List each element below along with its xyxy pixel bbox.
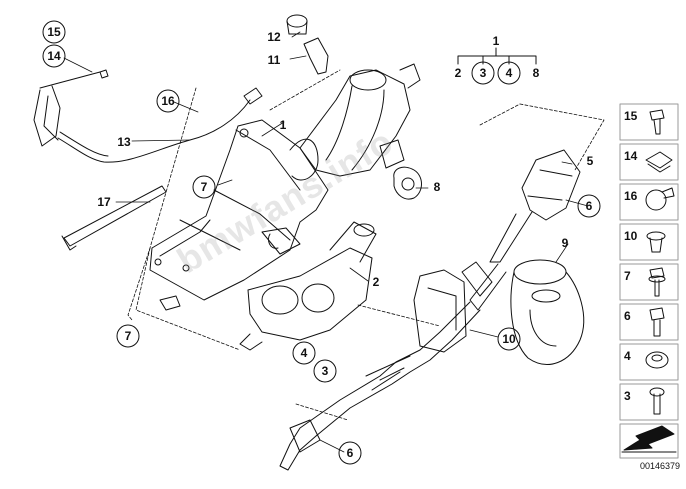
- legend-parent: 1: [493, 34, 500, 48]
- side-panel-item-7: 7: [624, 269, 631, 283]
- lock-cylinder: [286, 14, 329, 75]
- callout-7-upper: 7: [201, 180, 208, 194]
- callout-16: 16: [161, 94, 175, 108]
- side-panel-item-16: 16: [624, 189, 638, 203]
- steering-column: [149, 63, 421, 301]
- side-panel: 15 14 16 10 7 6 4 3: [624, 109, 638, 403]
- callout-12: 12: [267, 30, 281, 44]
- assembly-outline: [127, 69, 605, 421]
- side-panel-item-10: 10: [624, 229, 638, 243]
- leader-lines: [63, 31, 589, 453]
- wiring-harness: [33, 69, 263, 163]
- callout-17: 17: [97, 195, 111, 209]
- callout-6-lower: 6: [347, 446, 354, 460]
- column-cover-small: [393, 166, 422, 200]
- side-panel-item-6: 6: [624, 309, 631, 323]
- rubber-grommet-icon: [645, 351, 669, 369]
- flange-bolt-icon: [649, 307, 665, 337]
- callout-14: 14: [47, 49, 61, 63]
- legend-child-4: 8: [533, 66, 540, 80]
- legend: 1 2 3 4 8: [455, 34, 540, 80]
- callout-3: 3: [322, 364, 329, 378]
- steering-shaft: [279, 149, 581, 471]
- callout-13: 13: [117, 135, 131, 149]
- legend-child-3: 4: [506, 66, 513, 80]
- side-panel-item-15: 15: [624, 109, 638, 123]
- clip-nut-icon: [645, 151, 673, 173]
- callout-9: 9: [562, 236, 569, 250]
- side-panel-item-3: 3: [624, 389, 631, 403]
- adjustment-motor: [159, 221, 377, 351]
- expanding-rivet-icon: [646, 231, 666, 253]
- legend-child-1: 2: [455, 66, 462, 80]
- callout-8: 8: [434, 180, 441, 194]
- callout-1: 1: [280, 118, 287, 132]
- cable-tie: [61, 185, 167, 251]
- callout-4: 4: [301, 346, 308, 360]
- side-panel-frames: [619, 103, 679, 459]
- hose-clamp-icon: [645, 187, 675, 211]
- collar-bolt-icon: [648, 267, 666, 297]
- legend-child-2: 3: [480, 66, 487, 80]
- callout-2: 2: [373, 275, 380, 289]
- hex-bolt-icon: [649, 109, 665, 135]
- callout-rings: [42, 20, 601, 465]
- arrow-down-left-icon: [621, 425, 677, 453]
- legend-tree: [457, 47, 537, 65]
- side-panel-item-4: 4: [624, 349, 631, 363]
- callout-11: 11: [268, 53, 281, 67]
- callout-5: 5: [587, 154, 594, 168]
- diagram-number: 00146379: [639, 461, 680, 471]
- torx-screw-icon: [649, 387, 665, 415]
- callout-7-lower: 7: [125, 329, 132, 343]
- callout-10: 10: [502, 332, 516, 346]
- rubber-boot: [510, 259, 585, 365]
- callout-15: 15: [47, 25, 61, 39]
- callout-labels: 1 2 3 4 5 6 6 7 7 8 9 10 11 12 13 14 15 …: [47, 25, 593, 460]
- side-panel-item-14: 14: [624, 149, 638, 163]
- callout-6-upper: 6: [586, 199, 593, 213]
